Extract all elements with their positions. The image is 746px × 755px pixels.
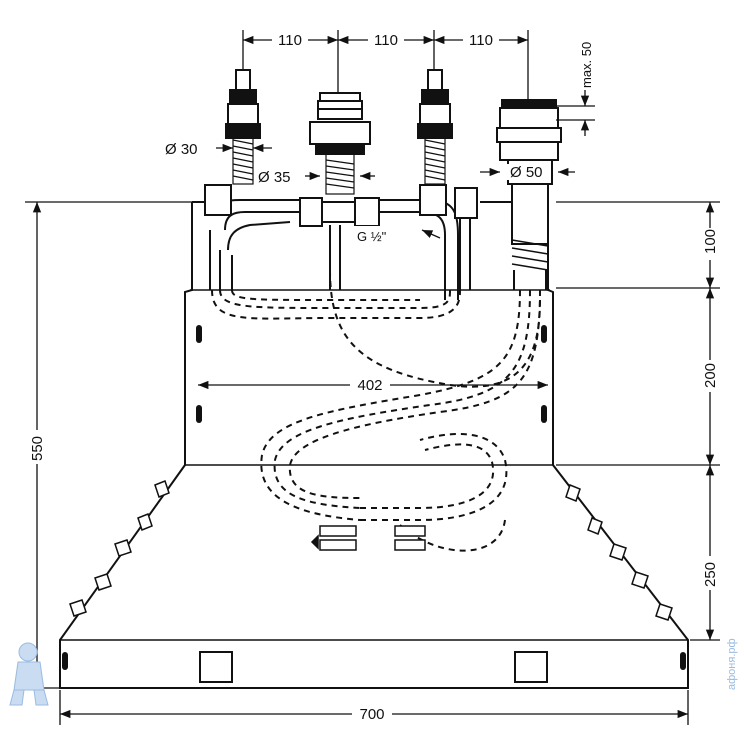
dim-top-1: 110	[278, 32, 302, 49]
shower-outlet	[496, 99, 562, 290]
plumber-mascot-icon	[9, 642, 49, 706]
dim-thread: G ½"	[357, 229, 387, 244]
dim-top-3: 110	[469, 32, 493, 49]
middle-valve	[309, 92, 371, 195]
dim-top-2: 110	[374, 32, 398, 49]
housing-body	[59, 201, 689, 689]
left-valve	[225, 69, 261, 185]
watermark: афоня.рф	[9, 638, 738, 706]
dim-bottom-700: 700	[359, 706, 384, 723]
dim-dia-50: Ø 50	[510, 164, 543, 181]
side-clips	[69, 480, 673, 621]
dim-inner-402: 402	[357, 377, 382, 394]
mixer-body	[204, 184, 478, 227]
dim-right-100: 100	[702, 229, 719, 254]
right-valve	[417, 69, 453, 185]
dim-right-200: 200	[702, 363, 719, 388]
dim-dia-35: Ø 35	[258, 169, 291, 186]
dim-max-50: max. 50	[579, 42, 594, 88]
bottom-squares	[199, 651, 548, 683]
hose-end-fittings	[310, 525, 426, 551]
watermark-text: афоня.рф	[726, 638, 738, 690]
side-slots	[62, 325, 686, 670]
dimension-labels: 110 110 110 max. 50 Ø 30 Ø 35 Ø 50 G ½" …	[27, 31, 720, 723]
dashed-hose	[211, 269, 541, 552]
dim-right-250: 250	[702, 562, 719, 587]
dim-dia-30: Ø 30	[165, 141, 198, 158]
dim-left-550: 550	[29, 436, 46, 461]
